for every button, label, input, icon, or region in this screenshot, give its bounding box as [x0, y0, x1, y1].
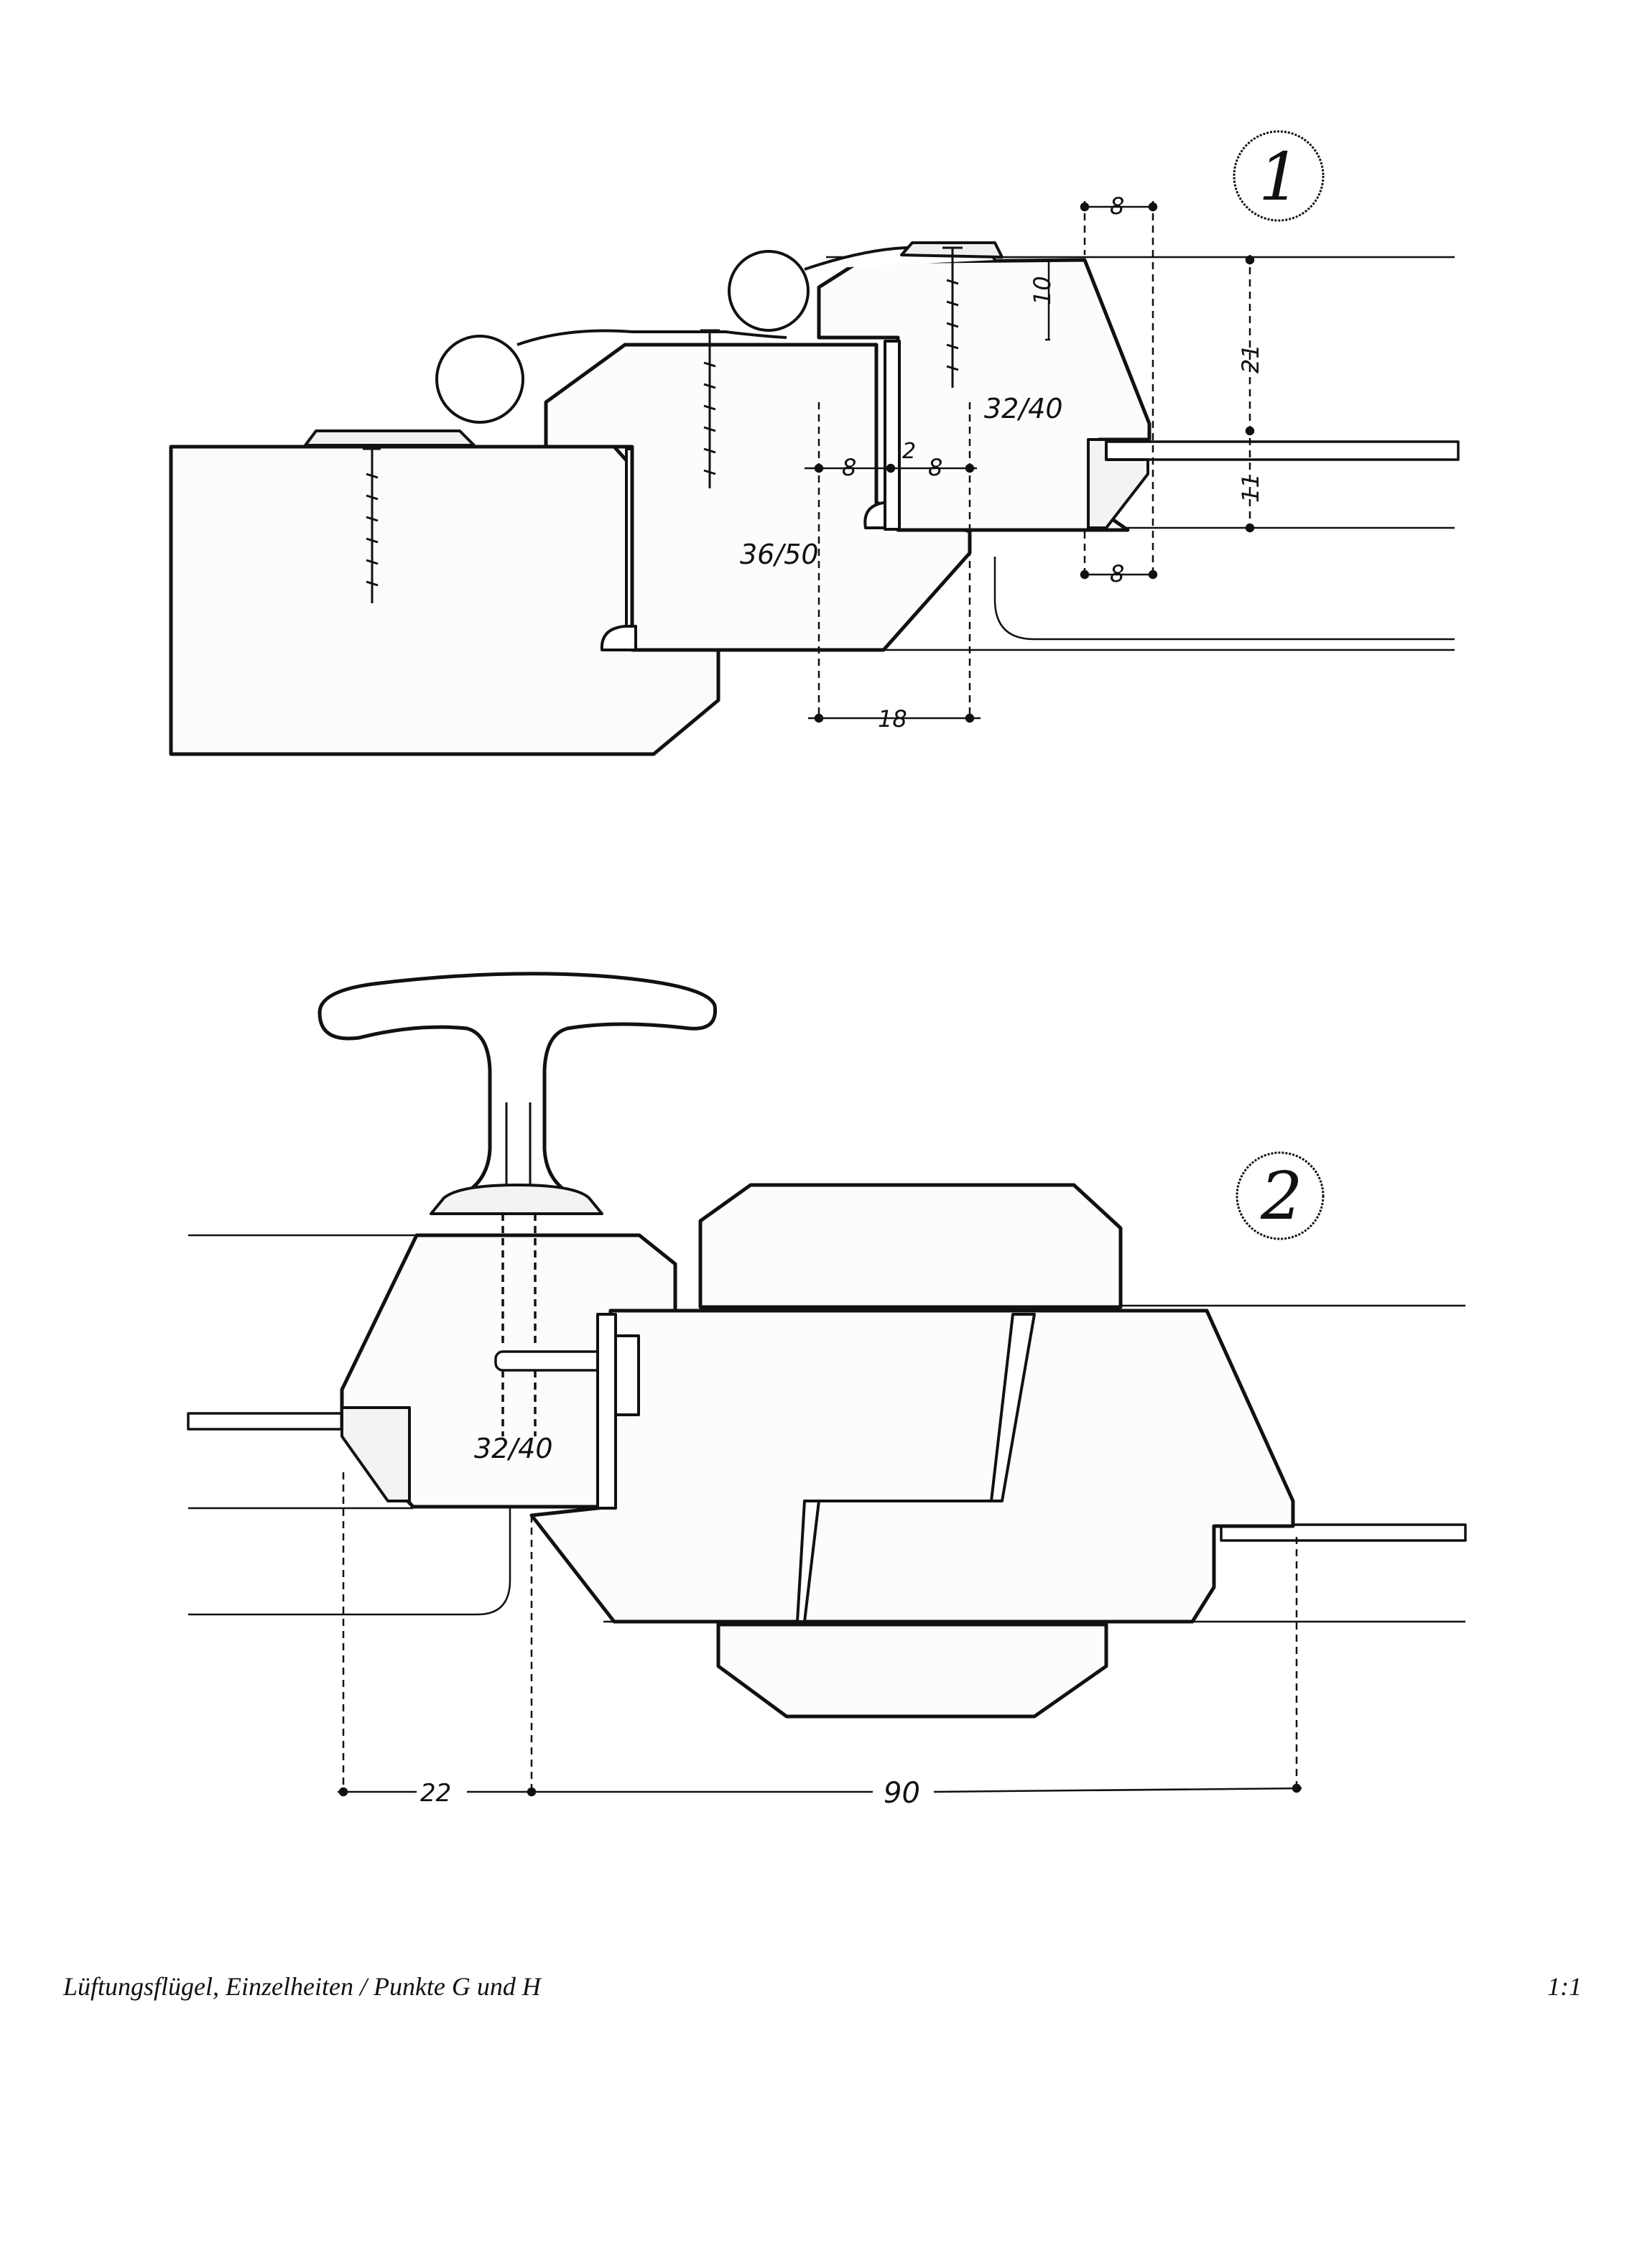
sash-rebate-strip: [884, 340, 901, 531]
seal-1b: [600, 625, 637, 651]
hinge-1: [304, 241, 1004, 447]
detail-2-number: 2: [1260, 1158, 1303, 1235]
detail-1-number: 1: [1259, 139, 1301, 215]
glazing-bead-1: [1087, 438, 1149, 529]
dim-right-90: 90: [884, 1777, 920, 1810]
dim-bottom-width: 8: [1110, 560, 1124, 587]
section-label-36-50: 36/50: [740, 539, 819, 570]
dimension-lines-2: [342, 1472, 1298, 1795]
figure-caption: Lüftungsflügel, Einzelheiten / Punkte G …: [63, 1972, 541, 2001]
handle: [318, 972, 718, 1215]
lower-block: [716, 1622, 1108, 1719]
dim-left-22: 22: [420, 1779, 451, 1808]
dim-height-lower: 11: [1237, 473, 1264, 503]
joint-line: [796, 1313, 1036, 1623]
dimension-arrows-2: [338, 1783, 1302, 1797]
detail-1-badge: 1: [1233, 130, 1325, 222]
dim-rebate-left: 8: [842, 454, 856, 481]
dim-height-upper: 21: [1237, 344, 1264, 373]
central-sash: [529, 1309, 1295, 1624]
glass-pane-2-right: [1220, 1523, 1467, 1542]
glass-pane-1: [1105, 440, 1460, 461]
dim-overlap: 18: [878, 705, 907, 733]
dim-rebate-gap: 2: [902, 439, 916, 464]
section-label-32-40: 32/40: [984, 393, 1063, 424]
glazing-bead-2: [340, 1406, 411, 1502]
scale-label: 1:1: [1547, 1972, 1582, 2001]
upper-block: [698, 1183, 1123, 1309]
rebate-strip-2: [596, 1313, 617, 1510]
spindle-nut: [614, 1334, 640, 1416]
dim-top-width: 8: [1110, 192, 1124, 220]
screws-1: [363, 246, 963, 603]
dim-top-height: 10: [1029, 276, 1056, 305]
detail-2: 2 32/40 22 90: [187, 972, 1467, 1810]
section-label-2-32-40: 32/40: [474, 1433, 553, 1464]
detail-2-badge: 2: [1236, 1151, 1325, 1240]
dimension-arrows-1: [805, 202, 1255, 723]
detail-1: 1 36/50 32/40 8 10 21 11 8 8 2 8 18: [169, 130, 1460, 756]
dim-rebate-right: 8: [928, 454, 942, 481]
